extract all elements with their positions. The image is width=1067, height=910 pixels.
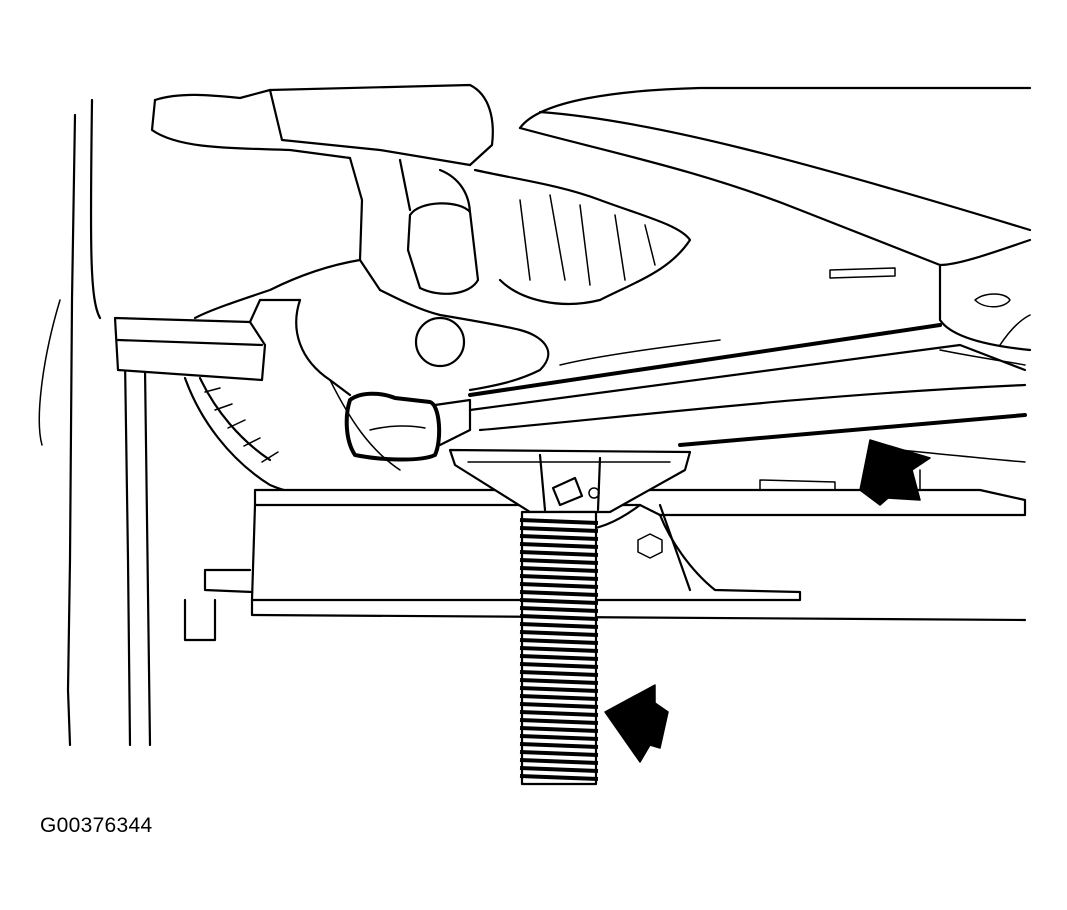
thread-line: [519, 726, 599, 733]
thread-line: [519, 542, 599, 549]
thread-line: [519, 646, 599, 653]
figure-id-label: G00376344: [40, 814, 153, 837]
brake-rotor: [183, 376, 401, 499]
thread-line: [519, 574, 599, 581]
thread-line: [519, 630, 599, 637]
thread-line: [519, 638, 599, 645]
thread-line: [519, 622, 599, 629]
thread-line: [519, 734, 599, 741]
thread-line: [519, 702, 599, 709]
lower-control-arm: [468, 323, 1027, 463]
thread-line: [519, 518, 599, 525]
thread-line: [519, 598, 599, 605]
thread-line: [519, 670, 599, 677]
jack-stand: [448, 448, 692, 786]
thread-line: [519, 526, 599, 533]
thread-line: [519, 750, 599, 757]
thread-line: [519, 550, 599, 557]
thread-line: [519, 590, 599, 597]
thread-line: [519, 718, 599, 725]
thread-line: [519, 774, 599, 781]
thread-line: [519, 534, 599, 541]
jacking-point: [344, 391, 472, 462]
vehicle-underbody: [150, 83, 1032, 352]
suspension-arm: [193, 156, 692, 397]
thread-line: [519, 654, 599, 661]
thread-line: [519, 686, 599, 693]
thread-line: [519, 710, 599, 717]
thread-line: [519, 742, 599, 749]
thread-line: [519, 582, 599, 589]
thread-line: [519, 678, 599, 685]
side-sill: [113, 298, 302, 382]
thread-line: [519, 662, 599, 669]
thread-line: [519, 758, 599, 765]
thread-line: [519, 614, 599, 621]
subframe-rail: [183, 469, 1027, 642]
jack-screw-thread: [519, 518, 599, 781]
body-side-panel: [38, 98, 152, 747]
lower-arrow: [604, 684, 669, 763]
upper-right-arrow: [859, 439, 931, 506]
thread-line: [519, 694, 599, 701]
thread-line: [519, 766, 599, 773]
thread-line: [519, 566, 599, 573]
thread-line: [519, 606, 599, 613]
thread-line: [519, 558, 599, 565]
